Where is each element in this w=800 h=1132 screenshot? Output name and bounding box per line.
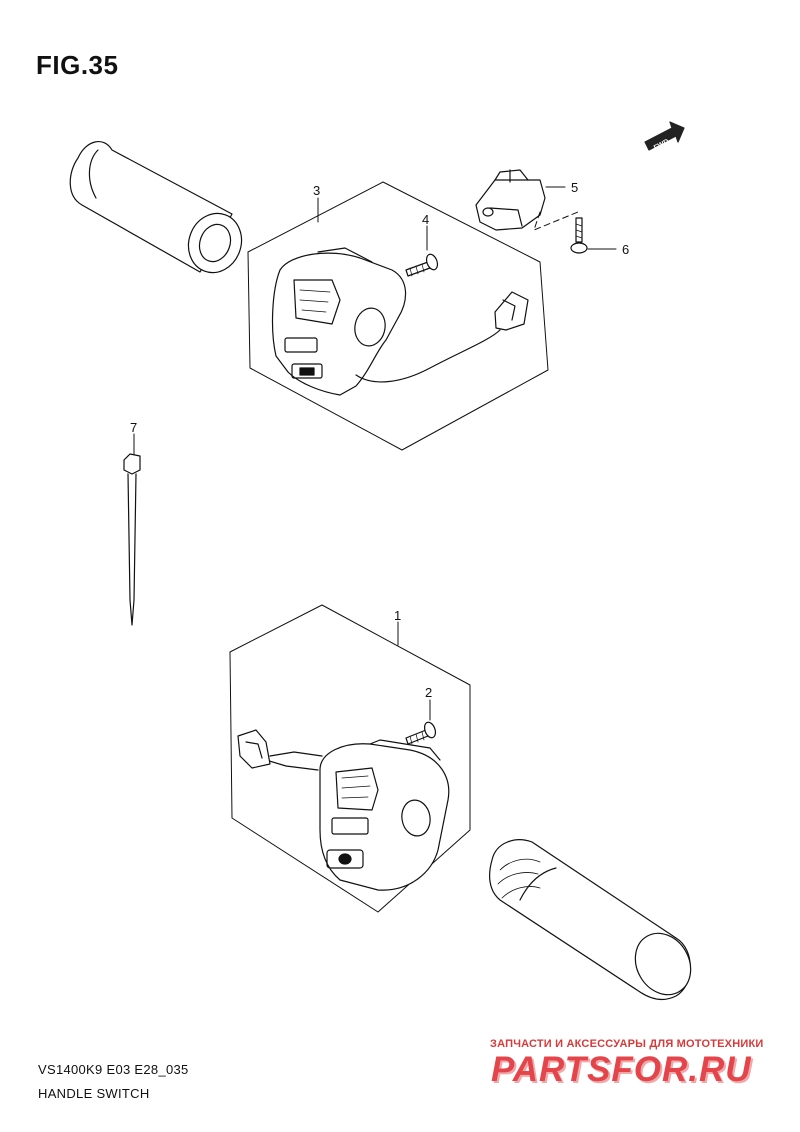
cable-tie-7 [123,433,141,626]
switch-holder-5 [475,169,566,231]
right-throttle-grip [489,839,692,1001]
left-handle-grip [69,141,243,274]
watermark-caption: ЗАПЧАСТИ И АКСЕССУАРЫ ДЛЯ МОТОТЕХНИКИ [490,1038,764,1050]
callout-box-3 [247,181,549,451]
screw-4 [405,225,439,277]
fwd-direction-marker [644,121,685,151]
callout-number-2: 2 [425,685,432,700]
callout-number-6: 6 [622,242,629,257]
screw-2 [405,699,437,745]
callout-box-1 [229,604,471,913]
callout-number-7: 7 [130,420,137,435]
callout-number-1: 1 [394,608,401,623]
callout-number-3: 3 [313,183,320,198]
handle-switch-upper [271,247,529,396]
screw-6 [570,217,617,254]
section-name: HANDLE SWITCH [38,1086,150,1101]
callout-number-4: 4 [422,212,429,227]
model-code: VS1400K9 E03 E28_035 [38,1062,189,1077]
handle-switch-lower [237,729,450,891]
figure-title: FIG.35 [36,50,119,80]
callout-number-5: 5 [571,180,578,195]
watermark-logo: PARTSFOR.RU [491,1050,752,1089]
